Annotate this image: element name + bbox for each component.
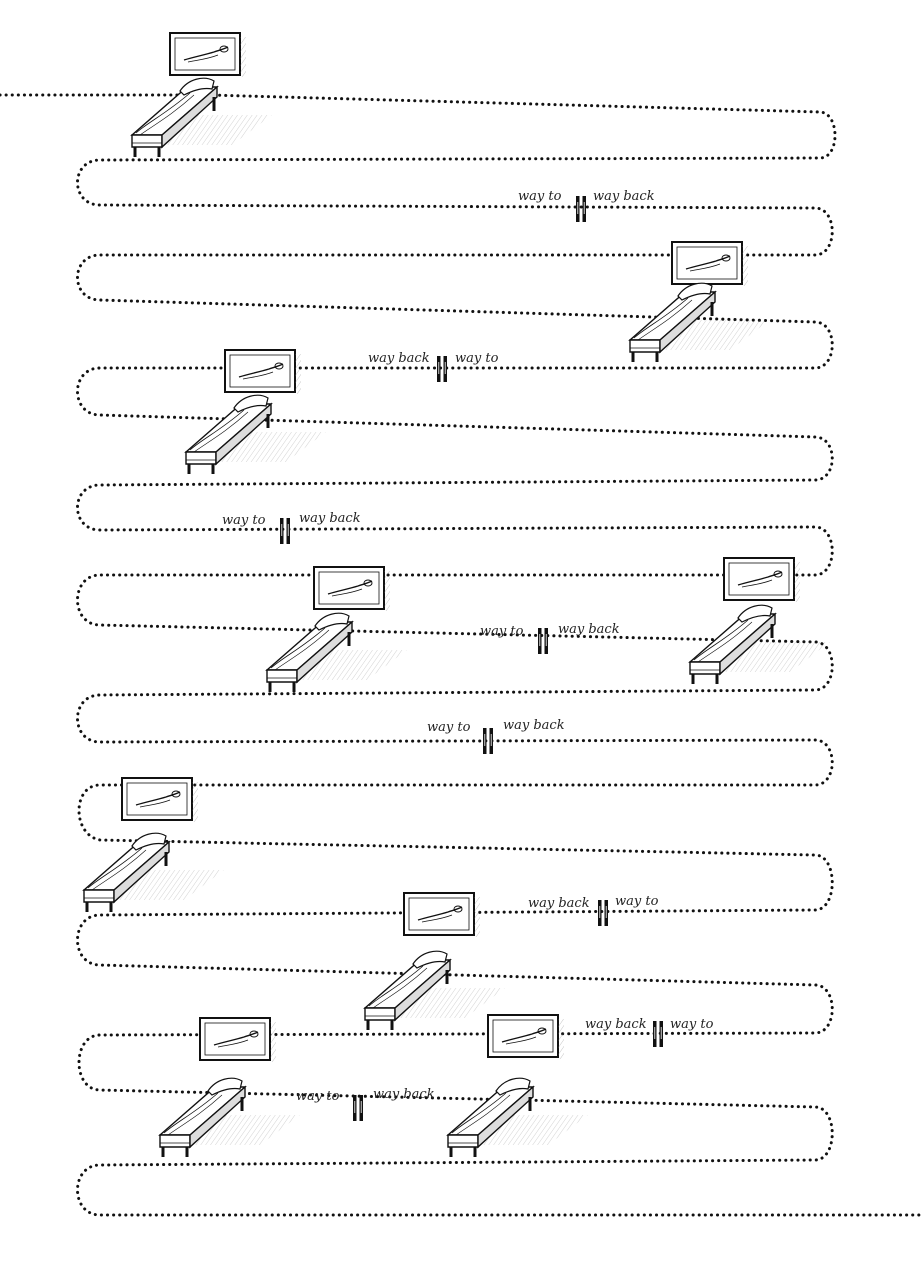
- label-way-back: way back: [373, 1087, 435, 1102]
- gate-marker-icon: [597, 899, 609, 927]
- bed-icon: [628, 281, 772, 364]
- bed-icon: [446, 1076, 590, 1159]
- bed-icon: [265, 611, 409, 694]
- framed-picture-icon: [723, 557, 801, 603]
- label-way-to: way to: [427, 720, 471, 735]
- framed-picture-icon: [313, 566, 391, 612]
- framed-picture-icon: [199, 1017, 277, 1063]
- label-way-back: way back: [558, 622, 620, 637]
- framed-picture-icon: [121, 777, 199, 823]
- gate-marker-icon: [279, 517, 291, 545]
- label-way-back: way back: [368, 351, 430, 366]
- bed-icon: [688, 603, 832, 686]
- label-way-back: way back: [299, 511, 361, 526]
- bed-icon: [130, 76, 274, 159]
- label-way-back: way back: [593, 189, 655, 204]
- dotted-path: [0, 93, 923, 1217]
- label-way-to: way to: [296, 1089, 340, 1104]
- bed-icon: [363, 949, 507, 1032]
- framed-picture-icon: [169, 32, 247, 78]
- bed-icon: [82, 831, 226, 914]
- label-way-back: way back: [528, 896, 590, 911]
- label-way-to: way to: [670, 1017, 714, 1032]
- gate-marker-icon: [537, 627, 549, 655]
- label-way-to: way to: [615, 894, 659, 909]
- framed-picture-icon: [403, 892, 481, 938]
- label-way-to: way to: [455, 351, 499, 366]
- gate-marker-icon: [575, 195, 587, 223]
- label-way-to: way to: [480, 624, 524, 639]
- framed-picture-icon: [224, 349, 302, 395]
- framed-picture-icon: [671, 241, 749, 287]
- bed-icon: [158, 1076, 302, 1159]
- label-way-to: way to: [518, 189, 562, 204]
- label-way-back: way back: [503, 718, 565, 733]
- label-way-to: way to: [222, 513, 266, 528]
- label-way-back: way back: [585, 1017, 647, 1032]
- gate-marker-icon: [352, 1094, 364, 1122]
- gate-marker-icon: [436, 355, 448, 383]
- framed-picture-icon: [487, 1014, 565, 1060]
- bed-icon: [184, 393, 328, 476]
